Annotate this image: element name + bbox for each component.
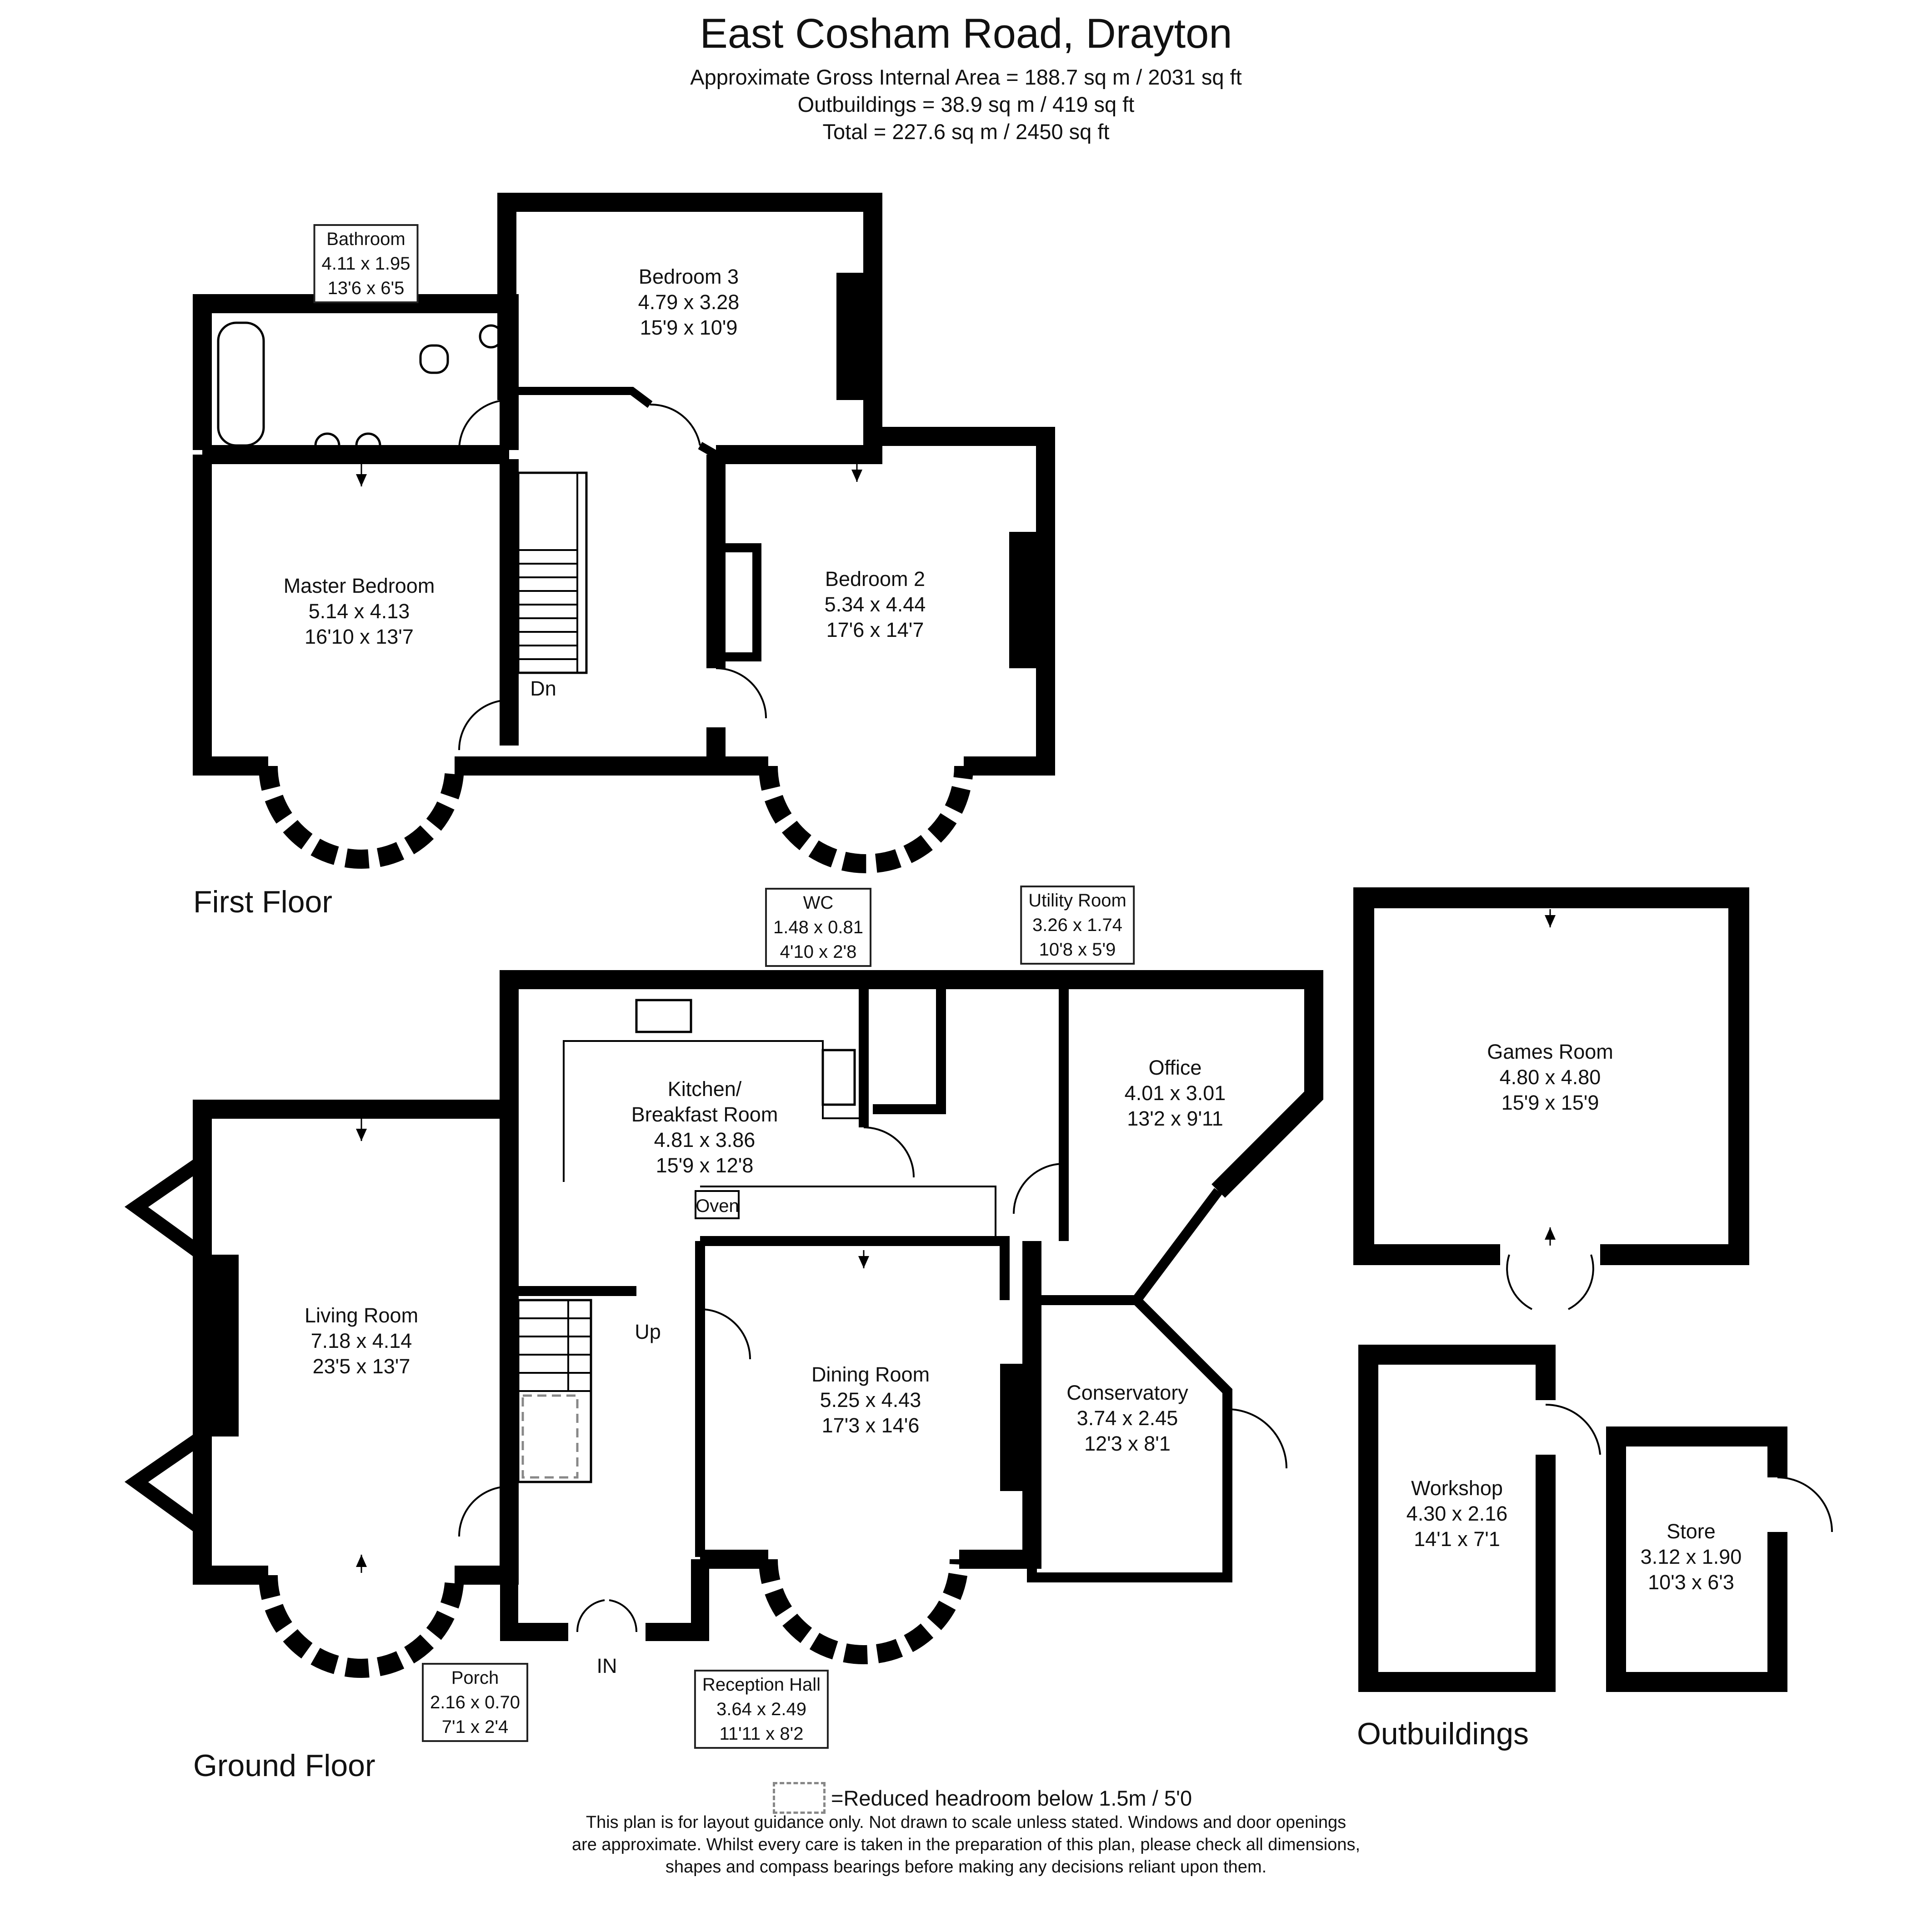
master-bedroom-label: Master Bedroom 5.14 x 4.13 16'10 x 13'7	[283, 574, 435, 648]
basin-icon-2	[355, 432, 381, 459]
landing-cupboard	[711, 543, 761, 661]
store-walls	[1606, 1426, 1787, 1692]
bedroom2-door-swing	[716, 667, 767, 719]
store-label: Store 3.12 x 1.90 10'3 x 6'3	[1640, 1520, 1742, 1594]
bedroom3-walls	[497, 193, 882, 432]
utility-wc-walls	[859, 982, 946, 1127]
outbuildings-label: Outbuildings	[1357, 1717, 1529, 1751]
living-room-side-bay-2	[125, 1431, 206, 1536]
games-room-label: Games Room 4.80 x 4.80 15'9 x 15'9	[1487, 1040, 1613, 1114]
toilet-icon	[419, 344, 449, 374]
bath-tub-icon	[217, 321, 265, 447]
dining-room-label: Dining Room 5.25 x 4.43 17'3 x 14'6	[811, 1363, 930, 1437]
office-walls	[1059, 982, 1222, 1305]
office-door-swing	[1013, 1163, 1064, 1214]
porch-label: Porch 2.16 x 0.70 7'1 x 2'4	[422, 1663, 528, 1742]
master-door-swing	[458, 699, 510, 751]
conservatory-walls	[1027, 1295, 1232, 1582]
porch-walls	[500, 1559, 709, 1641]
first-floor-plan	[193, 193, 1055, 873]
store-door-swing	[1777, 1477, 1833, 1532]
bathroom-label: Bathroom 4.11 x 1.95 13'6 x 6'5	[313, 224, 419, 303]
hob-icon	[821, 1049, 856, 1106]
dining-chimney	[1000, 1364, 1023, 1491]
living-room-side-bay-1	[125, 1156, 206, 1261]
workshop-label: Workshop 4.30 x 2.16 14'1 x 7'1	[1406, 1477, 1508, 1551]
conservatory-door-swing	[1227, 1408, 1287, 1469]
bedroom2-bay-window	[759, 766, 973, 873]
bedroom3-label: Bedroom 3 4.79 x 3.28 15'9 x 10'9	[638, 265, 740, 339]
disclaimer: This plan is for layout guidance only. N…	[571, 1813, 1361, 1877]
outbuildings-plan	[1353, 887, 1833, 1692]
headroom-legend-text: =Reduced headroom below 1.5m / 5'0	[831, 1786, 1192, 1810]
workshop-door-swing	[1545, 1403, 1601, 1455]
wc-label: WC 1.48 x 0.81 4'10 x 2'8	[765, 888, 871, 967]
ground-floor-plan	[125, 970, 1323, 1678]
kitchen-dining-wall	[695, 1236, 1010, 1557]
stair-treads-ground	[518, 1300, 591, 1392]
stair-treads-first	[518, 473, 578, 673]
reception-hall-label: Reception Hall 3.64 x 2.49 11'11 x 8'2	[694, 1670, 829, 1749]
hall-door-swing	[458, 1486, 510, 1537]
master-bedroom-walls	[193, 455, 519, 776]
plan-title: East Cosham Road, Drayton	[700, 10, 1232, 57]
first-floor-stairs	[517, 471, 588, 674]
ground-floor-label: Ground Floor	[193, 1748, 375, 1783]
kitchen-door-swing	[863, 1126, 915, 1178]
kitchen-walls	[500, 970, 1323, 1198]
kitchen-worktop	[563, 1040, 996, 1236]
living-room-bay-window	[259, 1575, 464, 1678]
outbuildings-area: Outbuildings = 38.9 sq m / 419 sq ft	[797, 92, 1135, 116]
games-room-doors	[1506, 1254, 1594, 1310]
dimension-arrows	[356, 464, 1556, 1573]
reduced-headroom-swatch	[773, 1782, 826, 1814]
kitchen-label: Kitchen/ Breakfast Room 4.81 x 3.86 15'9…	[631, 1077, 778, 1177]
living-room-label: Living Room 7.18 x 4.14 23'5 x 13'7	[304, 1304, 419, 1378]
stairs-up-marker: Up	[635, 1320, 661, 1343]
master-bay-window	[259, 766, 464, 869]
landing-walls	[509, 455, 726, 776]
dining-bay-window	[759, 1559, 969, 1664]
workshop-walls	[1358, 1345, 1556, 1692]
first-floor-label: First Floor	[193, 885, 332, 919]
total-area: Total = 227.6 sq m / 2450 sq ft	[822, 120, 1110, 144]
dining-door-swing	[700, 1308, 751, 1360]
bedroom2-label: Bedroom 2 5.34 x 4.44 17'6 x 14'7	[824, 567, 926, 641]
basin-icon-3	[479, 324, 503, 349]
entrance-door-swing-left	[576, 1599, 605, 1632]
stairs-down-marker: Dn	[530, 677, 556, 700]
bedroom2-chimney	[1009, 532, 1036, 668]
landing-door-swing	[458, 399, 510, 450]
oven-box	[695, 1190, 740, 1219]
headroom-legend: =Reduced headroom below 1.5m / 5'0	[773, 1782, 1192, 1814]
reduced-headroom-area	[521, 1394, 579, 1479]
utility-room-label: Utility Room 3.26 x 1.74 10'8 x 5'9	[1020, 886, 1135, 965]
living-room-chimney	[211, 1255, 239, 1436]
entrance-marker: IN	[596, 1654, 617, 1677]
office-label: Office 4.01 x 3.01 13'2 x 9'11	[1124, 1056, 1226, 1130]
gross-internal-area: Approximate Gross Internal Area = 188.7 …	[690, 65, 1242, 89]
conservatory-label: Conservatory 3.74 x 2.45 12'3 x 8'1	[1066, 1381, 1188, 1455]
entrance-door-swing-right	[609, 1599, 638, 1632]
basin-icon	[314, 432, 340, 459]
sink-icon	[635, 999, 692, 1033]
bedroom3-chimney	[836, 273, 864, 400]
bedroom3-door-swing	[650, 403, 701, 446]
oven-label: Oven	[696, 1196, 739, 1216]
games-room-walls	[1353, 887, 1749, 1265]
bedroom3-inner-wall	[509, 387, 718, 458]
